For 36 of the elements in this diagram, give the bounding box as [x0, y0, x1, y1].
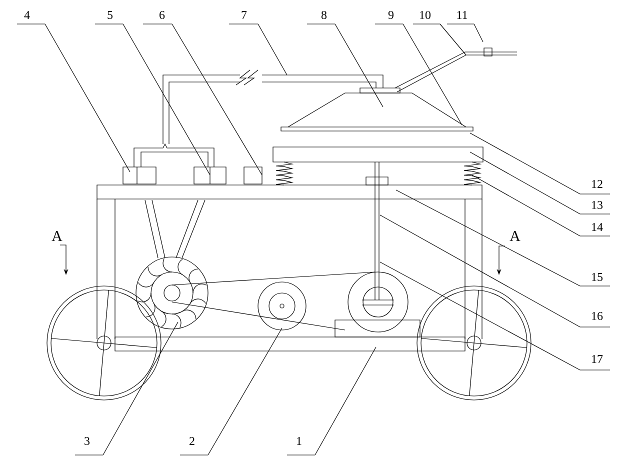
callout-number: 6	[160, 10, 165, 20]
callout-number: 11	[457, 11, 468, 19]
leader-line	[380, 262, 580, 370]
callout-number: 7	[242, 11, 247, 19]
section-letter: A	[52, 231, 62, 241]
leader-line	[396, 190, 580, 286]
leader-line	[208, 328, 282, 456]
leader-line	[470, 152, 580, 214]
callout-number: 4	[24, 11, 30, 19]
leader-line	[314, 346, 376, 456]
leader-line	[122, 24, 210, 176]
callout-number: 5	[108, 11, 113, 19]
callout-number: 9	[388, 10, 394, 20]
callout-number: 8	[321, 10, 327, 20]
callout-number: 10	[420, 10, 431, 20]
leader-line	[380, 214, 580, 328]
callout-number: 1	[297, 437, 302, 445]
leader-line	[470, 132, 580, 194]
leader-line	[440, 24, 466, 56]
leader-line	[474, 24, 484, 42]
leader-line	[258, 24, 288, 76]
section-letter: A	[510, 231, 520, 241]
leader-line	[472, 174, 580, 236]
leader-line	[334, 24, 384, 108]
callout-number: 15	[592, 272, 603, 282]
callout-number: 3	[84, 436, 90, 446]
callout-number: 14	[592, 223, 603, 231]
leader-line	[402, 24, 462, 126]
callout-number: 2	[190, 437, 194, 445]
leader-line	[44, 24, 130, 172]
callout-number: 17	[592, 355, 603, 363]
callout-number: 12	[592, 180, 602, 188]
callout-number: 13	[592, 200, 603, 210]
callout-number: 16	[592, 312, 603, 320]
leader-line	[102, 322, 178, 456]
leader-line	[172, 24, 262, 176]
